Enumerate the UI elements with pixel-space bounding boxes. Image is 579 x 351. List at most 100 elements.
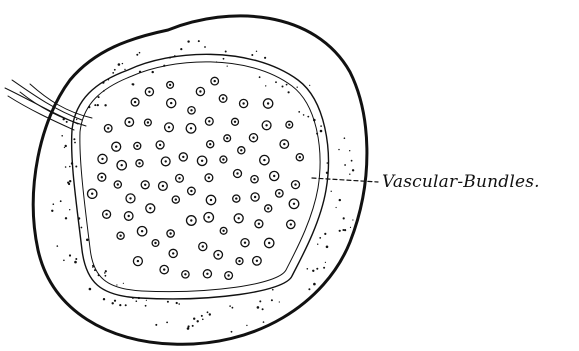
vascular-bundle bbox=[249, 134, 257, 142]
vascular-bundle bbox=[236, 258, 243, 265]
vascular-bundle bbox=[241, 239, 249, 247]
vascular-bundle bbox=[145, 119, 152, 126]
cortex-speckle bbox=[104, 272, 106, 274]
cortex-speckle bbox=[166, 322, 168, 324]
cortex-speckle bbox=[227, 66, 228, 67]
cortex-speckle bbox=[336, 207, 337, 208]
cortex-speckle bbox=[114, 300, 116, 302]
vascular-bundle bbox=[188, 107, 195, 114]
vascular-bundle bbox=[214, 251, 223, 260]
cortex-speckle bbox=[132, 83, 134, 85]
vascular-bundle bbox=[211, 77, 219, 85]
vascular-bundle bbox=[265, 238, 274, 247]
cortex-speckle bbox=[307, 116, 309, 118]
vascular-bundle bbox=[131, 98, 139, 106]
vascular-bundle bbox=[182, 271, 189, 278]
cortex-speckle bbox=[75, 258, 77, 260]
vascular-bundle bbox=[196, 87, 204, 95]
vascular-bundle bbox=[251, 176, 258, 183]
vascular-bundle bbox=[172, 196, 179, 203]
cortex-speckle bbox=[197, 320, 199, 322]
cortex-speckle bbox=[74, 142, 76, 144]
vascular-bundle bbox=[296, 154, 303, 161]
cortex-speckle bbox=[297, 87, 298, 88]
vascular-bundle bbox=[165, 123, 174, 132]
cortex-speckle bbox=[326, 172, 328, 174]
cortex-speckle bbox=[60, 200, 62, 202]
cortex-speckle bbox=[51, 210, 53, 212]
cortex-speckle bbox=[265, 85, 266, 86]
vascular-bundle bbox=[133, 257, 142, 266]
vascular-bundle bbox=[260, 155, 269, 164]
vascular-bundle bbox=[253, 257, 262, 266]
vascular-bundle bbox=[141, 181, 149, 189]
cortex-speckle bbox=[339, 199, 341, 201]
cortex-speckle bbox=[92, 267, 93, 268]
cortex-speckle bbox=[271, 299, 273, 301]
vascular-bundle bbox=[265, 205, 272, 212]
cortex-speckle bbox=[169, 57, 171, 59]
vascular-bundle bbox=[262, 121, 271, 130]
cortex-speckle bbox=[88, 106, 90, 108]
cortex-speckle bbox=[118, 63, 121, 66]
cortex-speckle bbox=[257, 306, 260, 309]
cortex-speckle bbox=[138, 297, 140, 299]
cortex-speckle bbox=[145, 305, 147, 307]
cortex-speckle bbox=[325, 262, 326, 263]
vascular-bundle bbox=[255, 220, 263, 228]
cortex-speckle bbox=[69, 166, 71, 168]
cortex-speckle bbox=[225, 51, 227, 53]
cortex-speckle bbox=[176, 302, 178, 304]
cortex-speckle bbox=[136, 300, 138, 302]
cortex-speckle bbox=[69, 180, 71, 182]
cortex-speckle bbox=[139, 71, 141, 73]
cortex-speckle bbox=[65, 145, 67, 147]
vascular-bundle bbox=[103, 210, 111, 218]
vascular-bundle bbox=[104, 125, 112, 133]
cortex-speckle bbox=[207, 311, 209, 313]
vascular-bundle bbox=[188, 187, 196, 195]
cortex-speckle bbox=[112, 72, 114, 74]
vascular-bundle bbox=[220, 156, 227, 163]
cortex-speckle bbox=[105, 275, 107, 277]
cortex-speckle bbox=[343, 217, 345, 219]
vascular-bundle bbox=[238, 147, 245, 154]
cortex-speckle bbox=[298, 111, 300, 113]
cortex-speckle bbox=[323, 267, 325, 269]
vascular-bundle bbox=[224, 135, 231, 142]
cortex-speckle bbox=[187, 40, 189, 42]
cortex-speckle bbox=[125, 304, 127, 306]
cortex-speckle bbox=[136, 54, 138, 56]
cortex-speckle bbox=[192, 325, 194, 327]
vascular-bundle bbox=[225, 272, 233, 280]
outer-boundary bbox=[33, 16, 367, 344]
cortex-speckle bbox=[65, 166, 67, 168]
cortex-speckle bbox=[350, 227, 351, 228]
cortex-speckle bbox=[103, 90, 105, 92]
vascular-bundle bbox=[232, 118, 239, 125]
cortex-speckle bbox=[163, 65, 165, 67]
cortex-speckle bbox=[73, 138, 75, 140]
cortex-speckle bbox=[86, 239, 89, 242]
cortex-speckle bbox=[132, 297, 134, 299]
vascular-bundle bbox=[251, 193, 259, 201]
cortex-speckle bbox=[123, 283, 124, 284]
vascular-bundle bbox=[203, 270, 211, 278]
cortex-speckle bbox=[146, 300, 147, 301]
cortex-speckle bbox=[216, 61, 217, 62]
cortex-speckle bbox=[231, 331, 233, 333]
cortex-speckle bbox=[174, 55, 176, 57]
cortex-speckle bbox=[76, 119, 77, 120]
cortex-speckle bbox=[319, 237, 321, 239]
vascular-bundle bbox=[146, 204, 155, 213]
cortex-speckle bbox=[288, 91, 290, 93]
vascular-bundle bbox=[280, 140, 289, 149]
cortex-speckle bbox=[94, 104, 96, 106]
cortex-speckle bbox=[63, 260, 65, 262]
cortex-speckle bbox=[187, 327, 190, 330]
vascular-bundle bbox=[207, 141, 214, 148]
cortex-speckle bbox=[122, 63, 123, 64]
vascular-bundle bbox=[137, 227, 146, 236]
vascular-bundle bbox=[197, 156, 206, 165]
vascular-bundle bbox=[205, 117, 213, 125]
